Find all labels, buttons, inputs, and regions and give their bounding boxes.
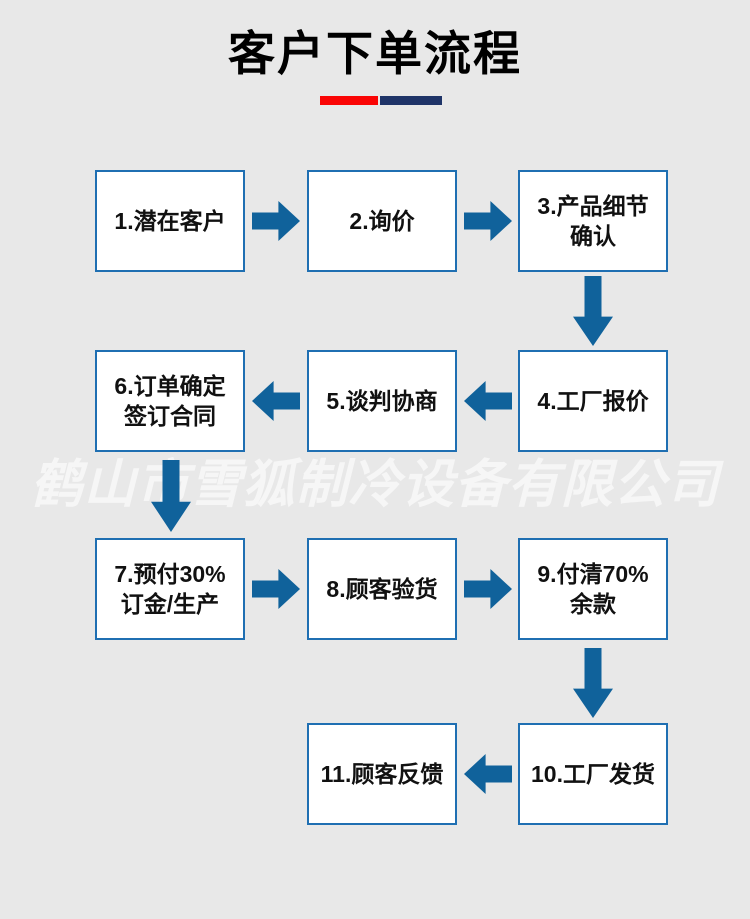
title-underline-accents bbox=[320, 96, 442, 105]
flow-arrow-9-to-10-down-icon bbox=[568, 648, 618, 718]
flow-node-7: 7.预付30% 订金/生产 bbox=[95, 538, 245, 640]
flow-arrow-6-to-7-down-icon bbox=[146, 460, 196, 532]
page-title: 客户下单流程 bbox=[228, 27, 522, 80]
flow-arrow-2-to-3-right-icon bbox=[464, 196, 512, 246]
title-rule-red bbox=[320, 96, 378, 105]
flow-arrow-10-to-11-left-icon bbox=[464, 749, 512, 799]
flow-node-9: 9.付清70% 余款 bbox=[518, 538, 668, 640]
flow-arrow-7-to-8-right-icon bbox=[252, 564, 300, 614]
flow-node-4: 4.工厂报价 bbox=[518, 350, 668, 452]
flow-node-2: 2.询价 bbox=[307, 170, 457, 272]
flow-node-5: 5.谈判协商 bbox=[307, 350, 457, 452]
flow-arrow-5-to-6-left-icon bbox=[252, 376, 300, 426]
flow-node-1: 1.潜在客户 bbox=[95, 170, 245, 272]
flow-node-6: 6.订单确定 签订合同 bbox=[95, 350, 245, 452]
company-watermark: 鹤山市雪狐制冷设备有限公司 bbox=[30, 456, 720, 514]
flow-node-11: 11.顾客反馈 bbox=[307, 723, 457, 825]
flow-node-3: 3.产品细节 确认 bbox=[518, 170, 668, 272]
title-rule-navy bbox=[380, 96, 442, 105]
flow-arrow-4-to-5-left-icon bbox=[464, 376, 512, 426]
flow-node-10: 10.工厂发货 bbox=[518, 723, 668, 825]
flow-node-8: 8.顾客验货 bbox=[307, 538, 457, 640]
flow-arrow-8-to-9-right-icon bbox=[464, 564, 512, 614]
flow-arrow-3-to-4-down-icon bbox=[568, 276, 618, 346]
title-block: 客户下单流程 bbox=[0, 26, 750, 81]
flow-arrow-1-to-2-right-icon bbox=[252, 196, 300, 246]
